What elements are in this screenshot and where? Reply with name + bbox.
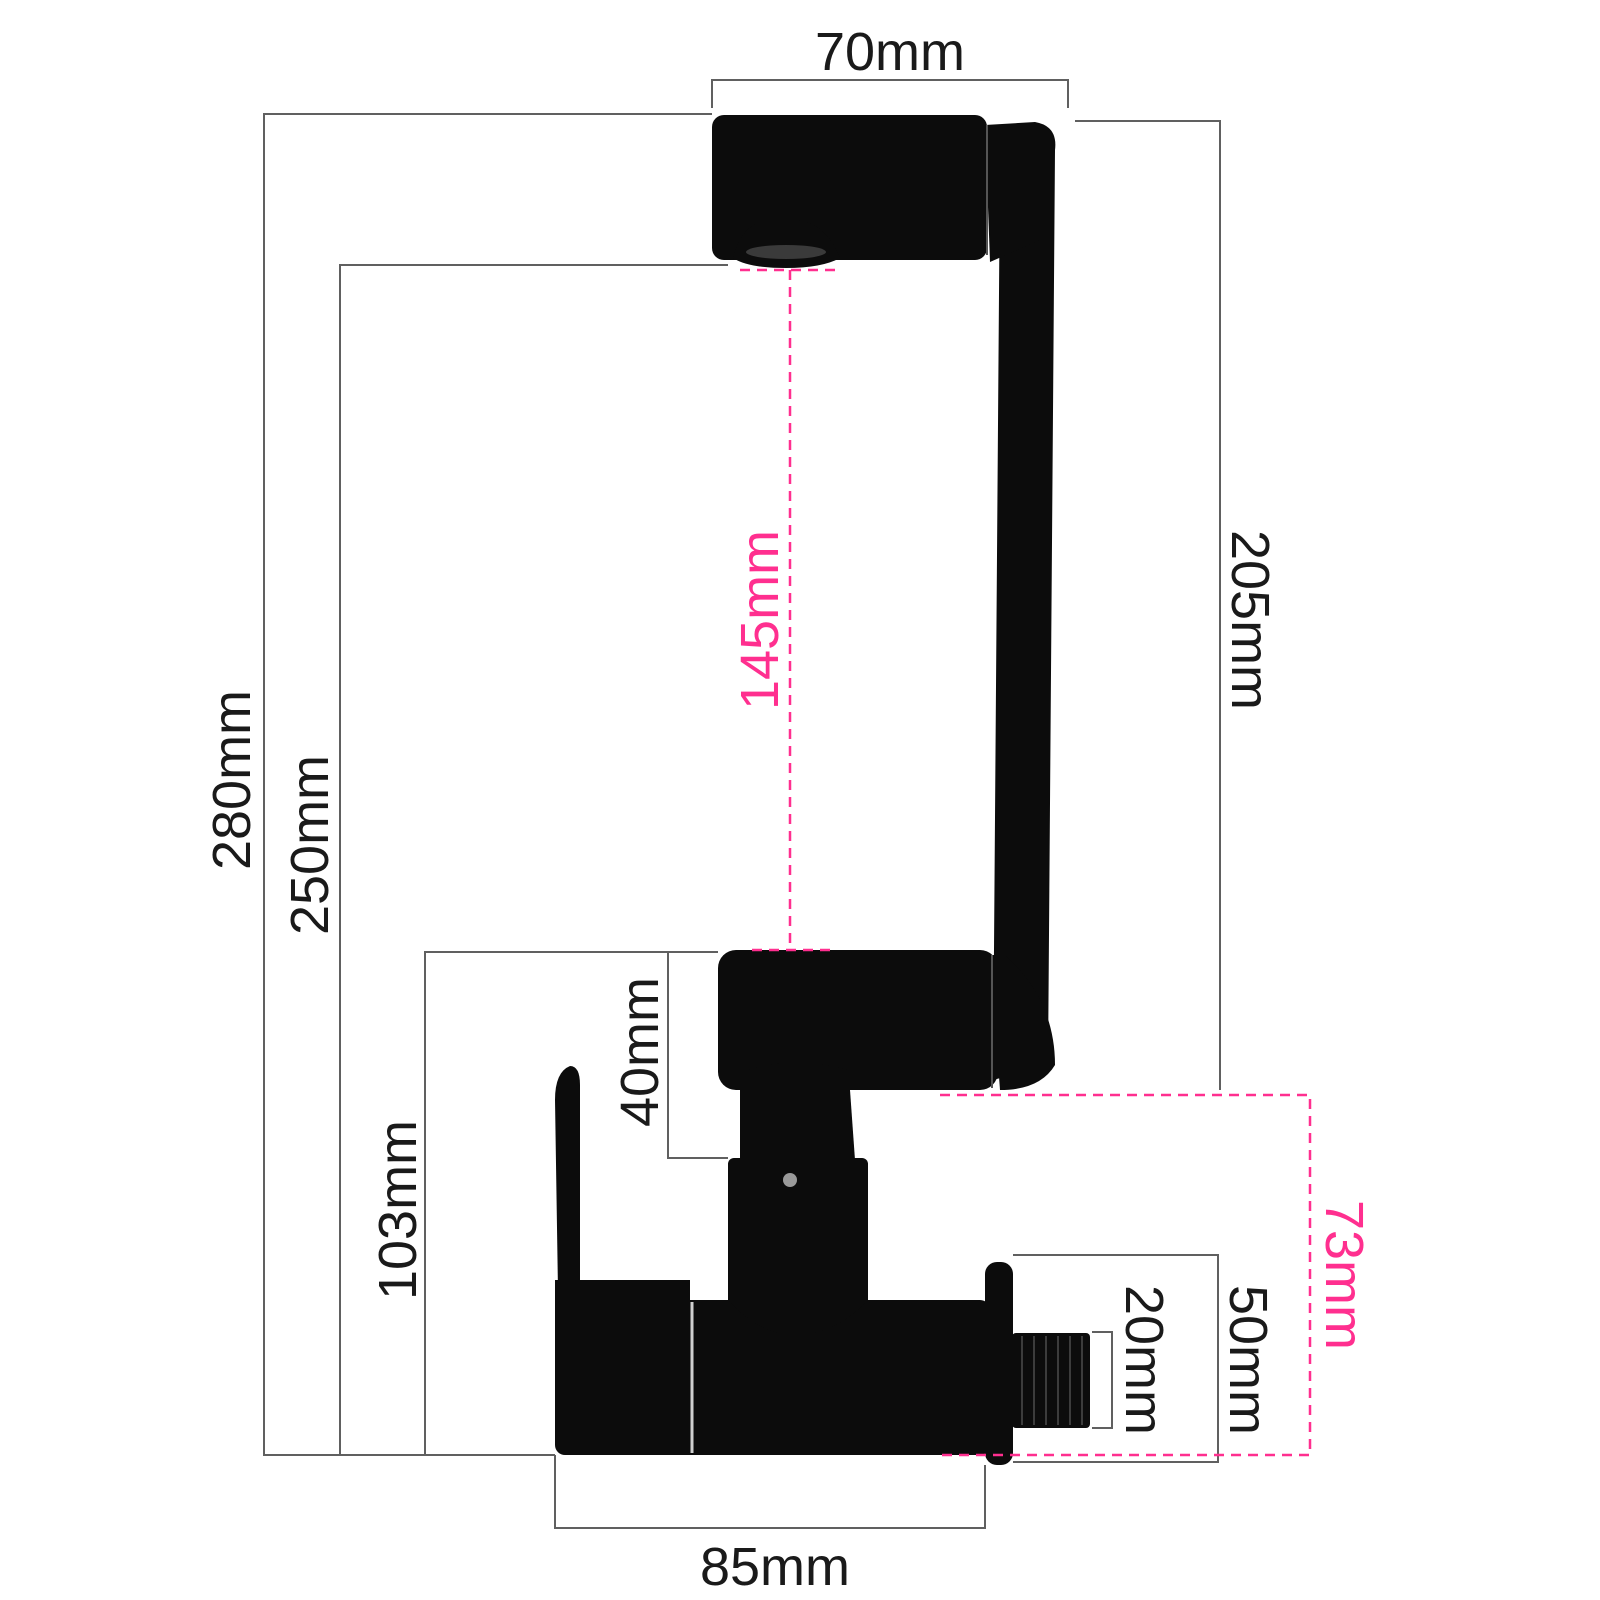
label-outlet-clearance: 145mm	[730, 530, 790, 710]
dim-line-column-height	[1075, 120, 1221, 1090]
dim-line-body-height	[424, 951, 718, 1455]
dim-line-outlet-offset	[940, 1093, 1312, 1457]
label-column-height: 205mm	[1220, 530, 1280, 710]
set-screw	[783, 1173, 797, 1187]
label-base-height: 50mm	[1218, 1285, 1278, 1435]
faucet-neck	[740, 1090, 855, 1160]
handle-lever	[555, 1066, 580, 1292]
label-thread-length: 20mm	[1114, 1285, 1174, 1435]
label-spout-height: 250mm	[280, 755, 340, 935]
faucet-illustration	[555, 115, 1090, 1465]
dim-line-thread-length	[1092, 1331, 1113, 1429]
label-base-width: 85mm	[700, 1537, 850, 1597]
faucet-base-body	[555, 1300, 990, 1455]
label-spout-width: 70mm	[815, 22, 965, 82]
faucet-swivel-elbow	[990, 955, 1055, 1090]
dimension-labels: 70mm 280mm 250mm 205mm 145mm 40mm 103mm …	[202, 22, 1374, 1597]
faucet-neck-joint	[745, 1062, 850, 1100]
faucet-top-elbow	[985, 122, 1056, 262]
dimension-lines	[263, 79, 1221, 1529]
dim-line-spout-height	[339, 264, 728, 1455]
faucet-column	[985, 124, 1055, 1080]
dim-line-base-height	[1013, 1254, 1219, 1463]
dim-line-swivel-height	[667, 951, 728, 1159]
dim-line-spout-width	[711, 79, 1069, 108]
faucet-base-tee	[728, 1300, 868, 1335]
dim-line-base-width	[554, 1455, 986, 1529]
faucet-swivel-arm	[718, 950, 998, 1090]
label-swivel-height: 40mm	[610, 977, 670, 1127]
thread-marks	[1021, 1336, 1083, 1425]
faucet-lower-cylinder	[728, 1158, 868, 1318]
label-body-height: 103mm	[368, 1120, 428, 1300]
highlight-dimension-lines	[740, 268, 1312, 1457]
label-outlet-offset: 73mm	[1314, 1200, 1374, 1350]
wall-flange	[985, 1262, 1013, 1465]
aerator-highlight	[746, 245, 826, 259]
threaded-connector	[1012, 1333, 1090, 1428]
label-total-height: 280mm	[202, 690, 262, 870]
dim-line-total-height	[263, 113, 712, 1456]
